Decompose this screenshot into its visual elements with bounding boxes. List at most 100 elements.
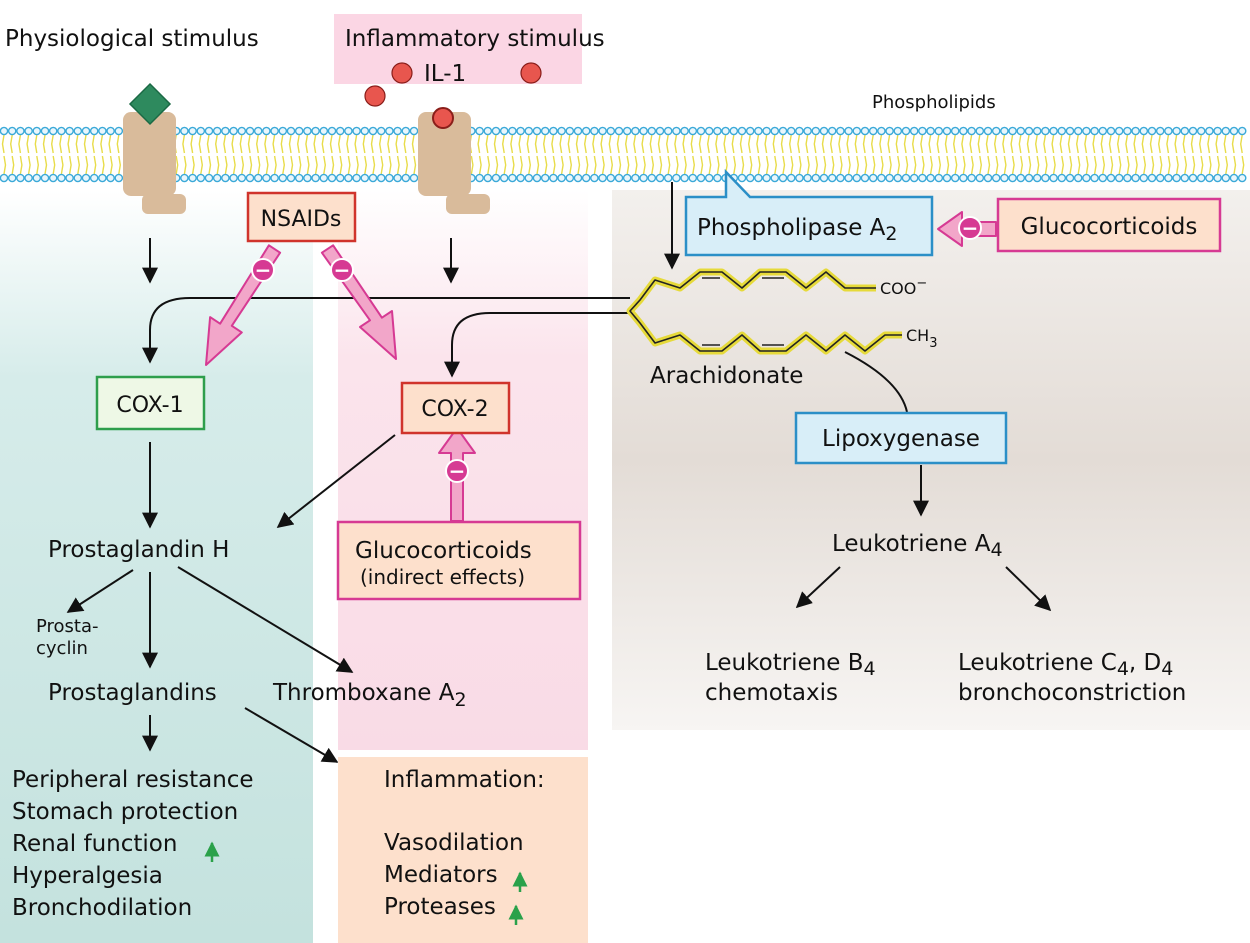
glucocorticoids-center-box[interactable]: [336, 520, 582, 601]
lipid-tail: [790, 155, 794, 175]
lipid-tail: [780, 134, 784, 154]
lipid-head: [65, 126, 74, 136]
lipid-tail: [241, 155, 245, 175]
lipid-head: [1032, 126, 1042, 136]
lipid-tail: [1059, 134, 1063, 154]
lipid-tail: [1200, 155, 1204, 175]
lipid-tail: [272, 134, 276, 154]
lipid-head: [1065, 173, 1075, 183]
lipid-tail: [1092, 134, 1096, 154]
lipid-tail: [700, 155, 704, 175]
lipid-tail: [1067, 134, 1071, 154]
glucocorticoids-right-box[interactable]: [996, 197, 1222, 253]
lipid-head: [860, 173, 870, 183]
lipid-head: [762, 126, 771, 136]
lipid-head: [1205, 173, 1214, 183]
lipid-tail: [257, 155, 261, 175]
phospholipase-box[interactable]: [684, 168, 934, 257]
lipid-tail: [313, 134, 317, 154]
lipid-tail: [1133, 134, 1137, 154]
lipid-head: [1016, 126, 1026, 136]
lipid-head: [344, 126, 353, 136]
lipid-tail: [9, 134, 13, 154]
lipid-tail: [993, 134, 997, 154]
pathway-arrows: [66, 182, 1052, 763]
lipid-head: [1041, 173, 1050, 183]
lipid-head: [614, 173, 624, 183]
lipid-head: [57, 126, 66, 136]
lipid-tail: [1134, 155, 1138, 175]
lipid-head: [918, 173, 927, 183]
lipid-tail: [1198, 134, 1202, 154]
lipid-head: [1114, 126, 1124, 136]
lipid-head: [786, 126, 796, 136]
lipid-tail: [987, 155, 991, 175]
cox1-box[interactable]: [95, 375, 206, 431]
lipoxygenase-box[interactable]: [794, 411, 1008, 465]
lipid-tail: [109, 155, 113, 175]
inhibit-symbol: −: [255, 258, 272, 282]
lipid-tail: [839, 155, 843, 175]
lipid-tail: [1241, 155, 1245, 175]
lipid-head: [24, 126, 33, 136]
lipid-tail: [887, 134, 891, 154]
lipid-head: [508, 173, 517, 183]
lipid-head: [180, 126, 189, 136]
lipid-tail: [1231, 134, 1235, 154]
lipid-tail: [895, 134, 899, 154]
lipid-head: [868, 126, 878, 136]
lipid-head: [557, 126, 566, 136]
lipid-tail: [1002, 134, 1006, 154]
lipid-tail: [19, 155, 23, 175]
lipid-tail: [208, 155, 212, 175]
lipid-head: [409, 126, 419, 136]
lipid-tail: [715, 134, 719, 154]
lipid-tail: [739, 134, 743, 154]
lipid-tail: [1208, 155, 1212, 175]
lipid-tail: [1085, 155, 1089, 175]
cox2-label: COX-2: [421, 397, 488, 422]
lipid-head: [590, 173, 599, 183]
inflammation-item: Mediators: [384, 862, 498, 888]
phospholipids-label: Phospholipids: [872, 92, 996, 113]
lipid-head: [48, 173, 58, 183]
lipid-tail: [567, 134, 571, 154]
cox2-box[interactable]: [400, 381, 511, 435]
lipid-head: [770, 126, 780, 136]
lipid-tail: [642, 155, 646, 175]
lipid-head: [114, 173, 124, 183]
lipid-head: [311, 126, 320, 136]
lipid-tail: [921, 155, 925, 175]
lipid-tail: [559, 134, 563, 154]
lipid-head: [606, 173, 616, 183]
lipid-tail: [323, 155, 327, 175]
lipid-tail: [68, 155, 72, 175]
lipid-head: [1180, 173, 1190, 183]
nsaids-box[interactable]: [246, 191, 357, 243]
lipid-head: [73, 173, 83, 183]
lipid-tail: [1093, 155, 1097, 175]
lipid-tail: [667, 155, 671, 175]
lipid-tail: [347, 155, 351, 175]
lipid-head: [491, 126, 501, 136]
inflammation-title: Inflammation:: [384, 767, 545, 793]
lipid-head: [934, 126, 944, 136]
lipid-tail: [247, 134, 251, 154]
lipid-head: [950, 126, 960, 136]
lipid-tail: [813, 134, 817, 154]
lipid-tail: [354, 134, 358, 154]
lipid-head: [532, 126, 542, 136]
lipid-tail: [692, 155, 696, 175]
lipid-head: [598, 173, 607, 183]
lipid-head: [549, 126, 558, 136]
lipid-tail: [75, 134, 79, 154]
lipid-tail: [633, 134, 637, 154]
lipid-tail: [255, 134, 259, 154]
lipid-head: [844, 173, 853, 183]
lipid-head: [672, 126, 681, 136]
lipid-head: [606, 126, 616, 136]
lipid-tail: [1026, 134, 1030, 154]
lipid-tail: [231, 134, 235, 154]
lipid-head: [98, 126, 107, 136]
physiological-panel: [0, 190, 313, 943]
